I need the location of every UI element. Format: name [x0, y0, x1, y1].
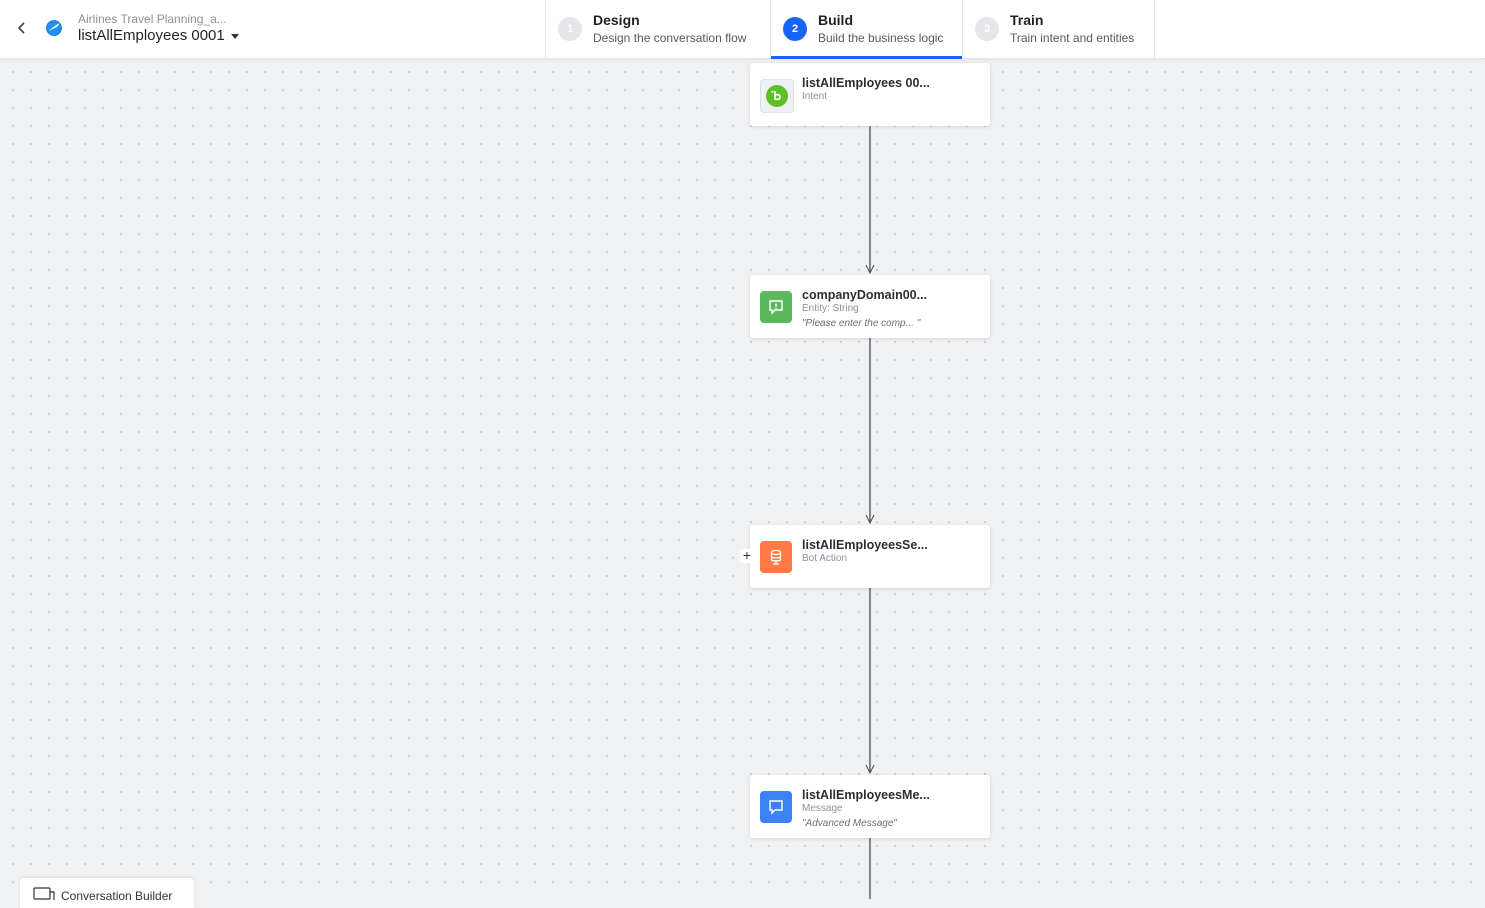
tab-build[interactable]: 2 Build Build the business logic	[770, 0, 962, 59]
step-title: Build	[818, 11, 853, 28]
step-number: 3	[975, 17, 999, 41]
bot-action-node[interactable]: + listAllEmployeesSe... Bot Action	[740, 525, 990, 588]
dialog-selector[interactable]: listAllEmployees 0001	[78, 27, 239, 44]
flow-canvas[interactable]	[0, 59, 1485, 899]
node-prompt: "Please enter the comp... "	[802, 318, 921, 329]
entity-icon	[760, 291, 792, 323]
node-title: listAllEmployees 00...	[802, 76, 930, 90]
tab-design[interactable]: 1 Design Design the conversation flow	[545, 0, 770, 58]
top-bar: Airlines Travel Planning_a... listAllEmp…	[0, 0, 1485, 59]
bot-action-icon	[760, 541, 792, 573]
tab-train[interactable]: 3 Train Train intent and entities	[962, 0, 1155, 58]
conversation-builder-label: Conversation Builder	[61, 889, 173, 903]
intent-icon	[760, 79, 794, 113]
chat-window-icon	[33, 887, 55, 906]
step-subtitle: Design the conversation flow	[593, 30, 747, 45]
message-node[interactable]: listAllEmployeesMe... Message "Advanced …	[750, 775, 990, 838]
add-node-button[interactable]: +	[740, 548, 754, 563]
step-number: 1	[558, 17, 582, 41]
entity-node[interactable]: companyDomain00... Entity: String "Pleas…	[750, 275, 990, 338]
step-title: Train	[1010, 11, 1044, 28]
node-title: companyDomain00...	[802, 288, 928, 302]
node-title: listAllEmployeesSe...	[802, 538, 928, 552]
step-title: Design	[593, 11, 640, 28]
node-type: Message	[802, 803, 843, 814]
bot-name: Airlines Travel Planning_a...	[78, 12, 227, 26]
back-icon[interactable]	[14, 18, 30, 38]
step-number: 2	[783, 17, 807, 41]
message-icon	[760, 791, 792, 823]
node-title: listAllEmployeesMe...	[802, 788, 930, 802]
node-type: Intent	[802, 91, 828, 102]
node-prompt: "Advanced Message"	[802, 818, 897, 829]
caret-down-icon	[230, 33, 239, 39]
builder-steps: 1 Design Design the conversation flow 2 …	[545, 0, 1155, 59]
conversation-builder-tab[interactable]: Conversation Builder	[20, 878, 194, 908]
node-type: Entity: String	[802, 303, 859, 314]
bot-logo-icon	[44, 18, 64, 38]
step-subtitle: Build the business logic	[818, 30, 944, 45]
dialog-name-label: listAllEmployees 0001	[78, 27, 225, 44]
intent-node[interactable]: listAllEmployees 00... Intent	[750, 63, 990, 126]
step-subtitle: Train intent and entities	[1010, 30, 1135, 45]
node-type: Bot Action	[802, 553, 848, 564]
